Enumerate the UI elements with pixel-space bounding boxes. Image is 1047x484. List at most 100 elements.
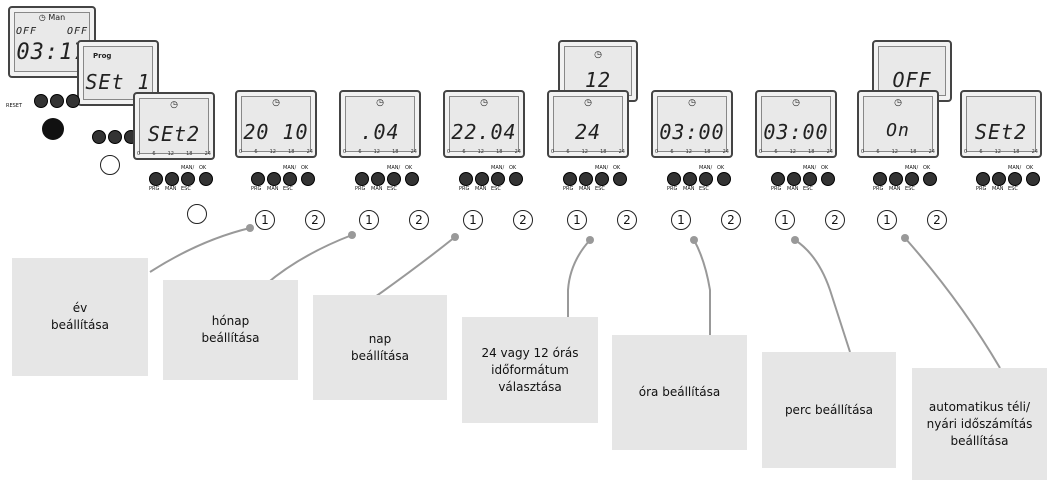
step-number-two: 2 xyxy=(305,210,325,230)
man-button[interactable] xyxy=(992,172,1006,186)
esc-button[interactable] xyxy=(905,172,919,186)
scale-tick: 6 xyxy=(670,149,674,155)
scale-tick: 12 xyxy=(477,149,484,155)
man-button[interactable] xyxy=(889,172,903,186)
prg-button[interactable] xyxy=(149,172,163,186)
clock-icon: ◷ xyxy=(688,98,696,108)
top-button-2[interactable] xyxy=(50,94,64,108)
scale-tick: 12 xyxy=(269,149,276,155)
ok-button[interactable] xyxy=(405,172,419,186)
manesc-label: MAN/ xyxy=(1008,165,1022,171)
prg-button[interactable] xyxy=(873,172,887,186)
scale-tick: 24 xyxy=(618,149,625,155)
prg-button[interactable] xyxy=(771,172,785,186)
clock-icon: ◷ xyxy=(376,98,384,108)
man-label: MAN xyxy=(371,186,383,192)
ok-label: OK xyxy=(405,165,413,171)
prg-button[interactable] xyxy=(251,172,265,186)
display-text: On xyxy=(886,120,910,141)
ok-label: OK xyxy=(1026,165,1034,171)
prg-button[interactable] xyxy=(667,172,681,186)
ok-button[interactable] xyxy=(1026,172,1040,186)
clock-icon: ◷ xyxy=(170,100,178,110)
display-text: SEt2 xyxy=(974,120,1028,144)
step-number-one: 1 xyxy=(877,210,897,230)
step-number-two: 2 xyxy=(825,210,845,230)
label-24-12: 24 vagy 12 órás időformátum választása xyxy=(462,317,598,423)
press-indicator-circle xyxy=(187,204,207,224)
esc-button[interactable] xyxy=(803,172,817,186)
esc-button[interactable] xyxy=(491,172,505,186)
ok-button[interactable] xyxy=(509,172,523,186)
ok-button[interactable] xyxy=(613,172,627,186)
top-button-3[interactable] xyxy=(66,94,80,108)
step-number-two: 2 xyxy=(927,210,947,230)
step-number-two: 2 xyxy=(409,210,429,230)
prog-button-1[interactable] xyxy=(92,130,106,144)
reset-button[interactable] xyxy=(34,94,48,108)
man-button[interactable] xyxy=(475,172,489,186)
scale-tick: 24 xyxy=(514,149,521,155)
ok-button[interactable] xyxy=(717,172,731,186)
ok-button[interactable] xyxy=(301,172,315,186)
scale-tick: 0 xyxy=(137,151,141,157)
man-button[interactable] xyxy=(267,172,281,186)
prg-button[interactable] xyxy=(355,172,369,186)
step-number-one: 1 xyxy=(359,210,379,230)
scale-tick: 18 xyxy=(1013,149,1020,155)
connector-ev xyxy=(149,227,251,273)
step-number-two: 2 xyxy=(721,210,741,230)
esc-button[interactable] xyxy=(181,172,195,186)
prg-button[interactable] xyxy=(459,172,473,186)
scale-tick: 24 xyxy=(722,149,729,155)
display-text: 24 xyxy=(574,120,602,144)
scale-tick: 18 xyxy=(186,151,193,157)
prog-button-2[interactable] xyxy=(108,130,122,144)
man-button[interactable] xyxy=(371,172,385,186)
prg-button[interactable] xyxy=(563,172,577,186)
display-text: SEt2 xyxy=(147,122,201,146)
man-button[interactable] xyxy=(787,172,801,186)
prg-button[interactable] xyxy=(976,172,990,186)
scale-tick: 0 xyxy=(861,149,865,155)
clock-icon: ◷ xyxy=(792,98,800,108)
prg-label: PRG xyxy=(563,186,574,192)
prg-label: PRG xyxy=(251,186,262,192)
prog-display: Prog SEt 1 xyxy=(77,40,159,106)
man-label: MAN xyxy=(992,186,1004,192)
man-button[interactable] xyxy=(579,172,593,186)
press-dot xyxy=(42,118,64,140)
clock-icon: ◷ xyxy=(894,98,902,108)
step-number-one: 1 xyxy=(567,210,587,230)
scale-tick: 6 xyxy=(358,149,362,155)
ok-button[interactable] xyxy=(199,172,213,186)
scale-tick: 18 xyxy=(808,149,815,155)
scale-tick: 12 xyxy=(373,149,380,155)
esc-button[interactable] xyxy=(595,172,609,186)
popup-off-text: OFF xyxy=(892,68,932,92)
esc-button[interactable] xyxy=(283,172,297,186)
manesc-label: MAN/ xyxy=(283,165,297,171)
scale-tick: 6 xyxy=(152,151,156,157)
esc-button[interactable] xyxy=(1008,172,1022,186)
man-button[interactable] xyxy=(165,172,179,186)
esc-button[interactable] xyxy=(387,172,401,186)
esc-button[interactable] xyxy=(699,172,713,186)
man-button[interactable] xyxy=(683,172,697,186)
label-perc: perc beállítása xyxy=(762,352,896,468)
clock-icon: ◷ xyxy=(480,98,488,108)
ok-button[interactable] xyxy=(821,172,835,186)
scale-tick: 24 xyxy=(410,149,417,155)
ok-label: OK xyxy=(613,165,621,171)
ok-button[interactable] xyxy=(923,172,937,186)
